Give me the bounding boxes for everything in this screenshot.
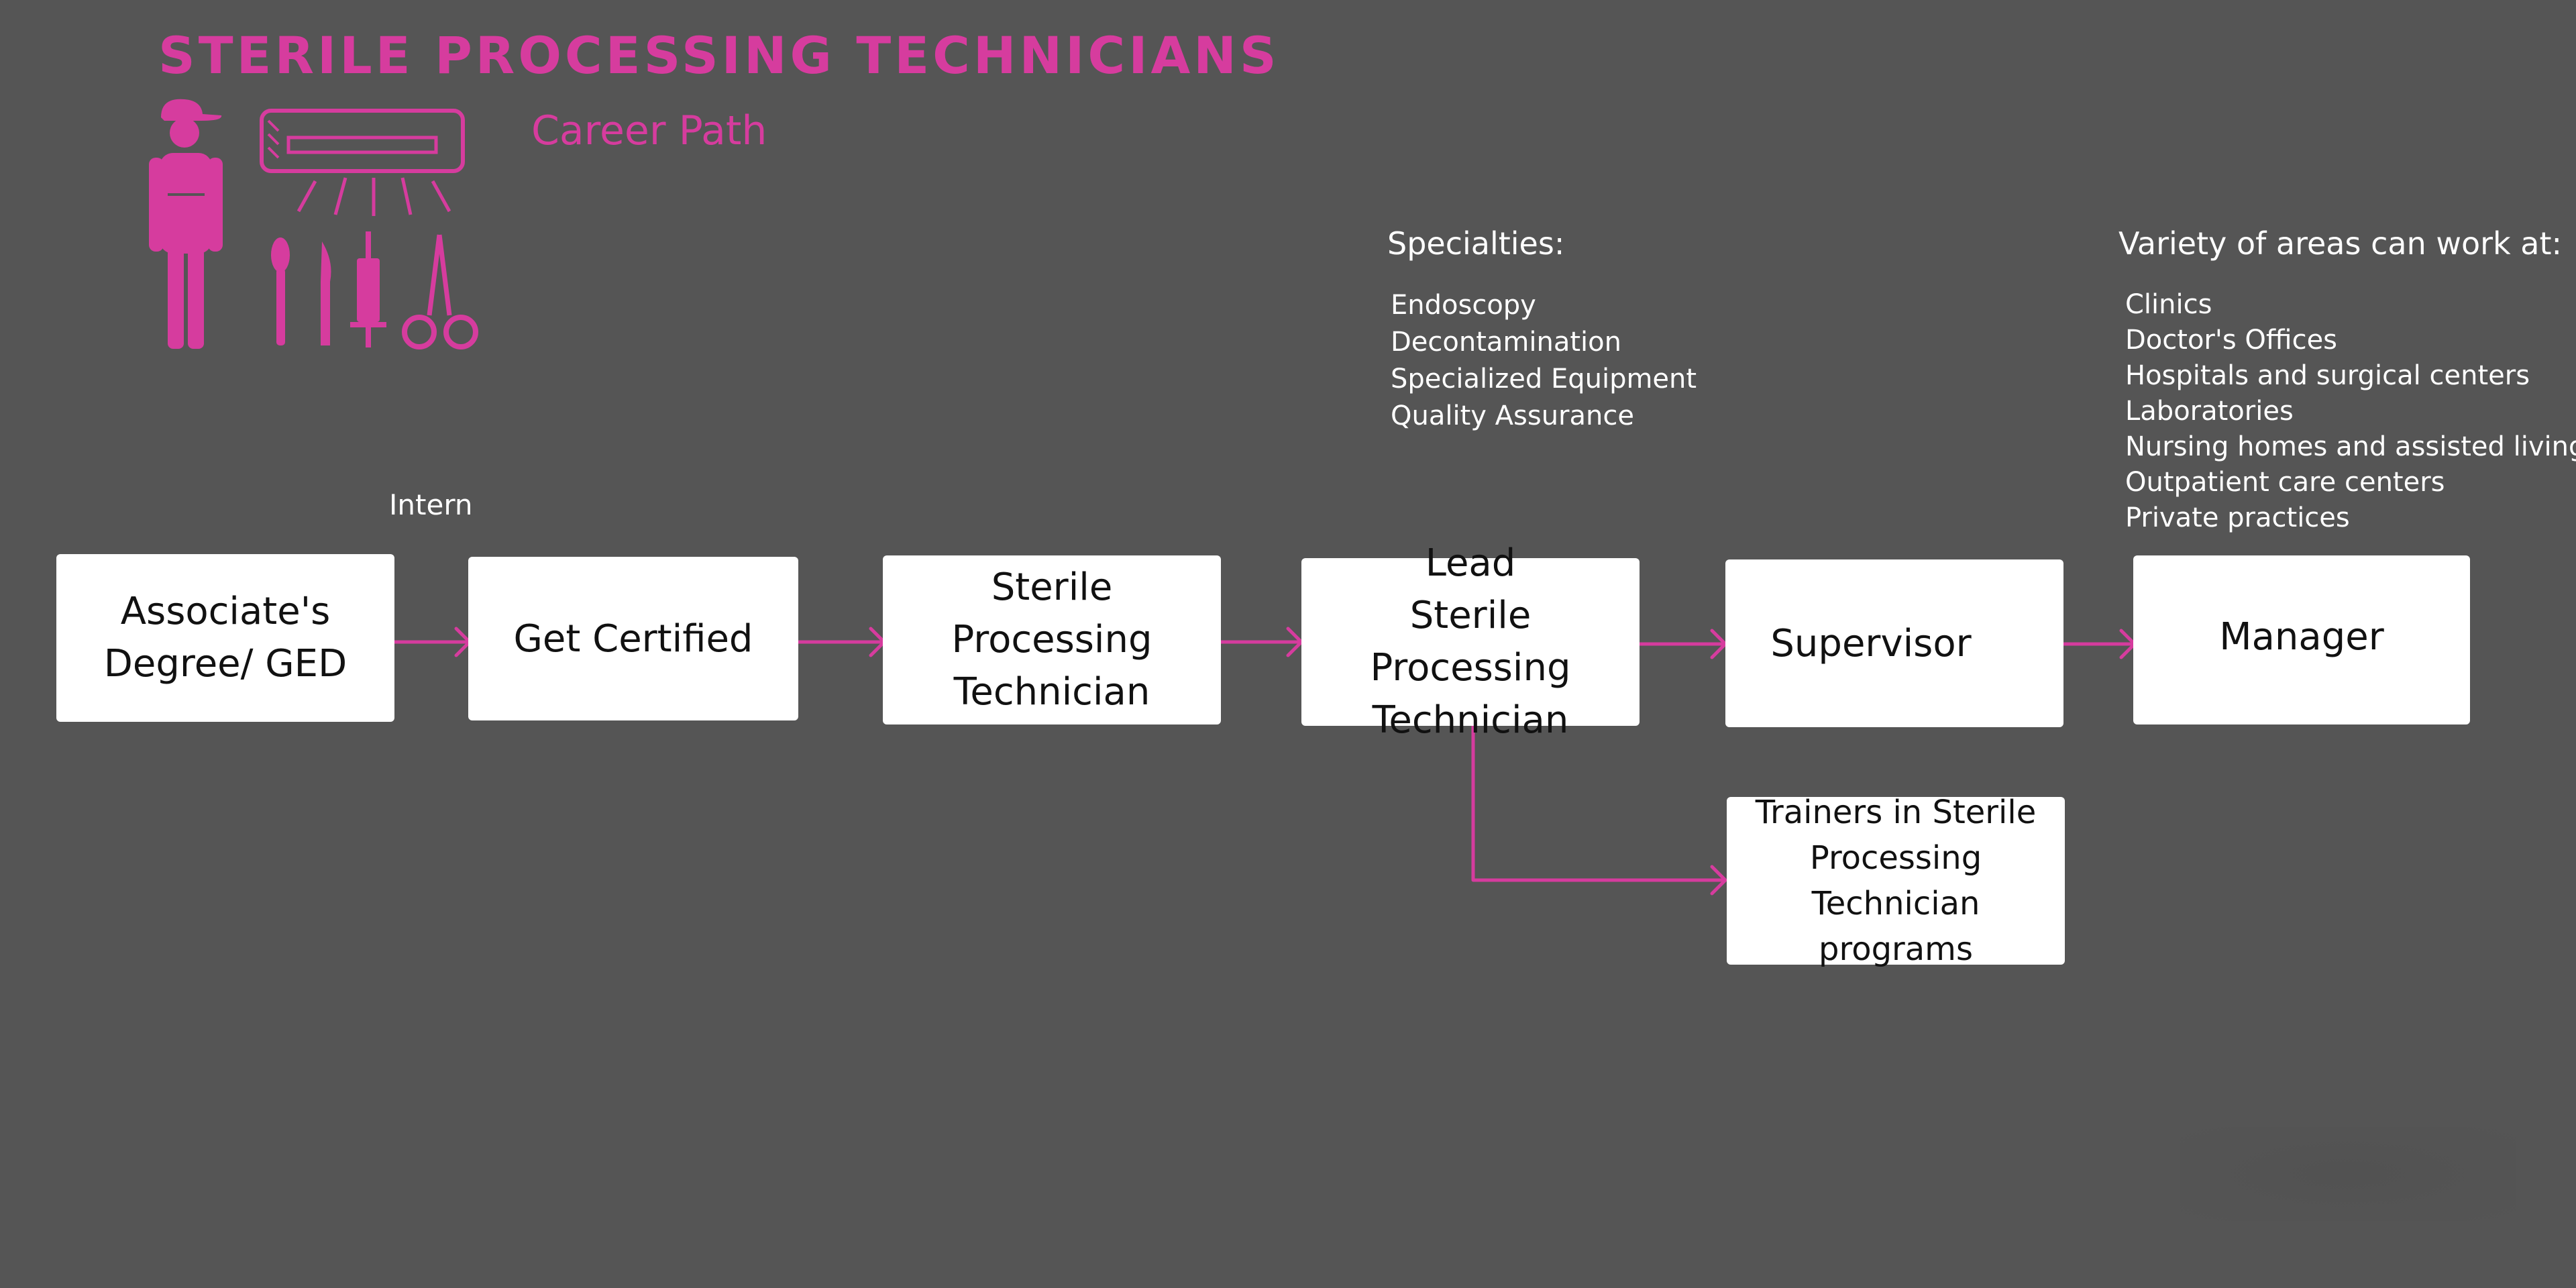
list-item: Nursing homes and assisted living c <box>2125 431 2576 462</box>
list-item: Clinics <box>2125 289 2212 320</box>
intern-label: Intern <box>389 488 473 521</box>
work-areas-heading: Variety of areas can work at: <box>2118 225 2563 262</box>
list-item: Quality Assurance <box>1391 400 1634 431</box>
technician-illustration-icon <box>149 99 478 350</box>
page-subtitle: Career Path <box>531 107 767 154</box>
step-label: Supervisor <box>1770 621 1972 665</box>
list-item: Decontamination <box>1391 327 1621 358</box>
list-item: Endoscopy <box>1391 290 1536 321</box>
step-sterile-processing-technician: Sterile Processing Technician <box>883 555 1221 724</box>
list-item: Doctor's Offices <box>2125 325 2338 356</box>
page-title: STERILE PROCESSING TECHNICIANS <box>158 25 1280 85</box>
step-supervisor: Supervisor <box>1725 559 2063 727</box>
list-item: Outpatient care centers <box>2125 467 2445 498</box>
step-lead-sterile-processing-technician: Lead Sterile Processing Technician <box>1301 541 1640 742</box>
step-label: Trainers in Sterile Processing Technicia… <box>1755 794 2037 968</box>
step-get-certified: Get Certified <box>468 557 798 720</box>
work-areas-list: Clinics Doctor's Offices Hospitals and s… <box>2125 287 2576 536</box>
step-associates-degree: Associate's Degree/ GED <box>56 554 394 722</box>
list-item: Laboratories <box>2125 396 2294 427</box>
specialties-list: Endoscopy Decontamination Specialized Eq… <box>1391 287 1697 435</box>
watermark <box>2180 1127 2516 1221</box>
step-manager: Manager <box>2133 555 2470 724</box>
branch-arrow <box>1471 724 1726 882</box>
list-item: Specialized Equipment <box>1391 364 1697 394</box>
step-label: Sterile Processing Technician <box>951 566 1152 714</box>
step-label: Associate's Degree/ GED <box>103 590 347 686</box>
step-label: Lead Sterile Processing Technician <box>1370 541 1571 742</box>
list-item: Hospitals and surgical centers <box>2125 360 2530 391</box>
step-label: Get Certified <box>513 616 753 661</box>
specialties-heading: Specialties: <box>1387 225 1565 262</box>
step-trainers: Trainers in Sterile Processing Technicia… <box>1727 794 2065 968</box>
list-item: Private practices <box>2125 502 2350 533</box>
step-label: Manager <box>2219 614 2384 659</box>
